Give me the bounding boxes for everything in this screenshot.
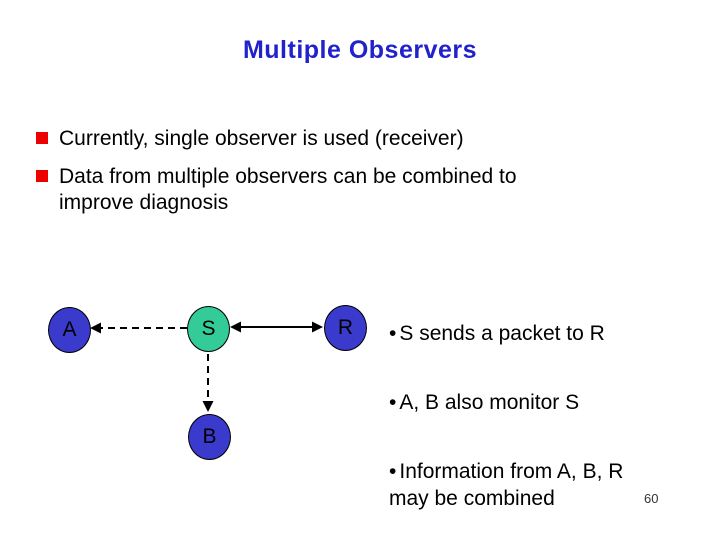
bullet-item: Currently, single observer is used (rece… [36, 126, 636, 152]
slide-title: Multiple Observers [242, 36, 478, 64]
node-label: R [337, 316, 354, 339]
arrowhead-icon [230, 321, 241, 333]
diagram-node-s: S [187, 306, 230, 352]
note-item: •A, B also monitor S [389, 362, 711, 416]
page-number: 60 [644, 491, 659, 506]
arrowhead-icon [202, 401, 214, 412]
notes-block: •S sends a packet to R •A, B also monito… [389, 293, 711, 527]
bullet-list: Currently, single observer is used (rece… [36, 126, 636, 228]
diagram-node-a: A [48, 307, 91, 353]
square-bullet-icon [36, 132, 48, 144]
dot-bullet-icon: • [389, 391, 397, 414]
bullet-text: Data from multiple observers can be comb… [59, 165, 517, 214]
dot-bullet-icon: • [389, 322, 397, 345]
dot-bullet-icon: • [389, 460, 397, 483]
square-bullet-icon [36, 170, 48, 182]
arrowhead-icon [90, 322, 101, 334]
edge-s-to-b [202, 354, 214, 412]
note-item: •Information from A, B, R may be combine… [389, 431, 711, 512]
bullet-item: Data from multiple observers can be comb… [36, 164, 636, 216]
node-label: B [202, 425, 217, 448]
edge-s-to-r [230, 321, 323, 333]
arrowhead-icon [312, 321, 323, 333]
edge-s-to-a [90, 322, 187, 334]
node-label: A [62, 318, 77, 341]
diagram-node-r: R [324, 305, 367, 351]
note-text: Information from A, B, R may be combined [389, 460, 624, 510]
note-text: A, B also monitor S [399, 391, 580, 414]
bullet-text: Currently, single observer is used (rece… [59, 127, 464, 150]
note-text: S sends a packet to R [399, 322, 605, 345]
node-label: S [201, 317, 216, 340]
note-item: •S sends a packet to R [389, 293, 711, 347]
diagram-node-b: B [188, 414, 231, 460]
